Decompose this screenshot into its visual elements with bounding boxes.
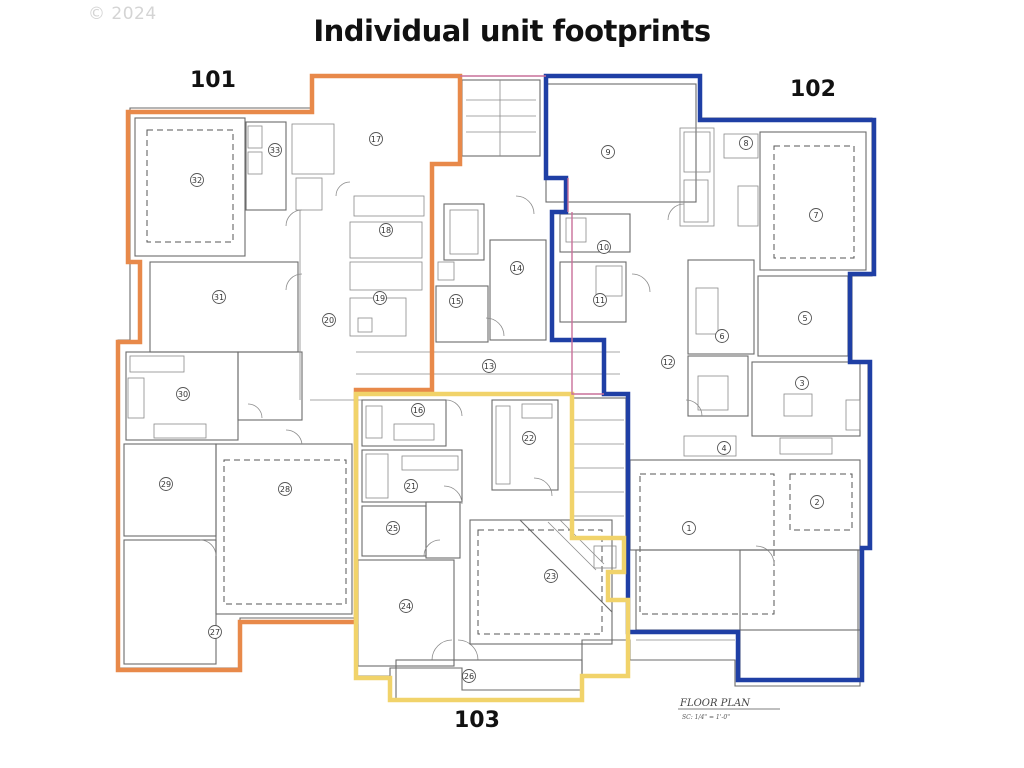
room-number-marker: 17 (369, 132, 383, 146)
room-number-marker: 20 (322, 313, 336, 327)
room-number-marker: 8 (739, 136, 753, 150)
room-number-marker: 22 (522, 431, 536, 445)
room-number-marker: 30 (176, 387, 190, 401)
room-number-marker: 11 (593, 293, 607, 307)
room-number-marker: 5 (798, 311, 812, 325)
room-number-label: 12 (663, 358, 673, 367)
room-number-marker: 1 (682, 521, 696, 535)
room-number-marker: 26 (462, 669, 476, 683)
room-number-label: 29 (161, 480, 171, 489)
room-number-label: 17 (371, 135, 381, 144)
room-number-marker: 23 (544, 569, 558, 583)
room-number-label: 19 (375, 294, 385, 303)
room-number-marker: 3 (795, 376, 809, 390)
floor-plan-stamp: FLOOR PLAN SC: 1/4" = 1'-0" (678, 698, 780, 721)
room-number-label: 11 (595, 296, 605, 305)
room-number-label: 7 (813, 211, 818, 220)
room-number-marker: 4 (717, 441, 731, 455)
room-number-marker: 27 (208, 625, 222, 639)
room-number-label: 20 (324, 316, 334, 325)
room-number-label: 14 (512, 264, 522, 273)
room-number-label: 13 (484, 362, 494, 371)
page-title: Individual unit footprints (313, 14, 711, 48)
room-number-label: 31 (214, 293, 224, 302)
room-number-label: 28 (280, 485, 290, 494)
room-number-label: 8 (743, 139, 748, 148)
room-number-label: 6 (719, 332, 724, 341)
room-number-marker: 32 (190, 173, 204, 187)
copyright-notice: © 2024 (88, 4, 157, 24)
unit-102-outline[interactable] (543, 73, 877, 683)
room-number-label: 22 (524, 434, 534, 443)
room-number-label: 5 (802, 314, 807, 323)
room-number-marker: 19 (373, 291, 387, 305)
floor-plan-scale: SC: 1/4" = 1'-0" (682, 714, 730, 721)
room-number-marker: 29 (159, 477, 173, 491)
unit-label-102: 102 (790, 77, 836, 102)
unit-101-outline[interactable] (115, 73, 463, 673)
room-number-label: 30 (178, 390, 188, 399)
room-number-marker: 33 (268, 143, 282, 157)
room-number-label: 26 (464, 672, 474, 681)
room-number-label: 24 (401, 602, 411, 611)
room-number-label: 3 (799, 379, 804, 388)
room-number-label: 2 (814, 498, 819, 507)
unit-label-101: 101 (190, 68, 236, 93)
room-number-marker: 15 (449, 294, 463, 308)
room-number-marker: 12 (661, 355, 675, 369)
room-number-marker: 6 (715, 329, 729, 343)
floor-plan-linework (117, 75, 873, 701)
room-number-marker: 10 (597, 240, 611, 254)
room-number-label: 9 (605, 148, 610, 157)
room-number-marker: 24 (399, 599, 413, 613)
room-number-marker: 2 (810, 495, 824, 509)
room-number-marker: 13 (482, 359, 496, 373)
room-number-marker: 14 (510, 261, 524, 275)
room-number-marker: 7 (809, 208, 823, 222)
room-number-label: 23 (546, 572, 556, 581)
room-number-label: 1 (686, 524, 691, 533)
room-number-marker: 16 (411, 403, 425, 417)
room-number-label: 33 (270, 146, 280, 155)
room-number-label: 25 (388, 524, 398, 533)
room-number-label: 18 (381, 226, 391, 235)
room-number-label: 16 (413, 406, 423, 415)
floor-plan-caption: FLOOR PLAN (679, 698, 751, 709)
unit-103-outline[interactable] (353, 391, 631, 703)
room-number-label: 10 (599, 243, 609, 252)
room-number-label: 32 (192, 176, 202, 185)
room-number-label: 4 (721, 444, 726, 453)
room-numbers: 3233171819203130292827123456789101112131… (159, 132, 824, 683)
room-number-label: 15 (451, 297, 461, 306)
room-number-label: 21 (406, 482, 416, 491)
room-number-marker: 21 (404, 479, 418, 493)
room-number-marker: 9 (601, 145, 615, 159)
room-number-marker: 28 (278, 482, 292, 496)
room-number-marker: 25 (386, 521, 400, 535)
room-number-label: 27 (210, 628, 220, 637)
unit-label-103: 103 (454, 708, 500, 733)
room-number-marker: 18 (379, 223, 393, 237)
room-number-marker: 31 (212, 290, 226, 304)
